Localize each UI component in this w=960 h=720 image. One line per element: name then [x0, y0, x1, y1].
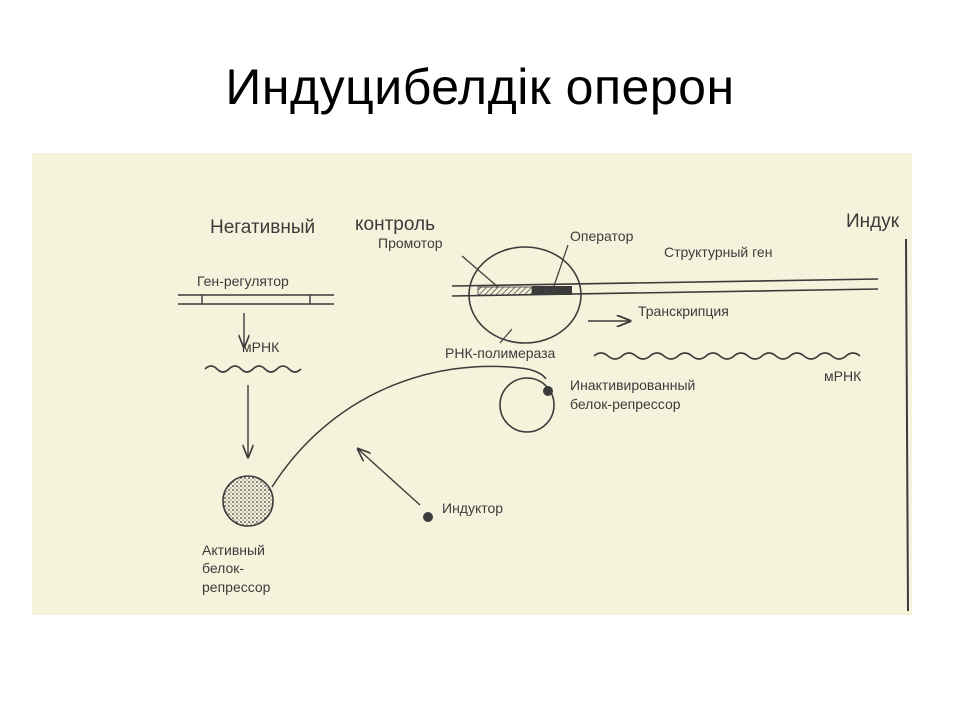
- mrna-wave-left: [204, 365, 302, 373]
- label-mrna-right: мРНК: [824, 368, 862, 384]
- label-rna-polymerase: РНК-полимераза: [445, 345, 556, 361]
- label-induction: Индук: [846, 211, 900, 232]
- active-repressor-ball: [222, 475, 274, 527]
- diagram-canvas: Негативный контроль Промотор Оператор Ст…: [32, 153, 912, 615]
- label-active-3: репрессор: [202, 579, 271, 595]
- label-active-1: Активный: [202, 542, 265, 558]
- operator-region: [532, 286, 572, 295]
- label-promoter: Промотор: [378, 235, 443, 251]
- paper-background: [32, 153, 912, 615]
- regulator-gene-dna: [178, 294, 334, 305]
- label-active-2: белок-: [202, 560, 244, 576]
- label-mrna-left: мРНК: [242, 339, 280, 355]
- mrna-wave-right: [593, 352, 861, 360]
- operator-pointer: [553, 244, 569, 287]
- rna-polymerase-ellipse: [468, 246, 582, 344]
- label-transcription: Транскрипция: [638, 303, 729, 319]
- polymerase-pointer: [499, 328, 513, 344]
- label-control: контроль: [355, 214, 435, 235]
- inductor-arrow: [358, 449, 421, 506]
- slide-title: Индуцибелдік оперон: [225, 59, 735, 115]
- label-inactivated-2: белок-репрессор: [570, 396, 681, 412]
- operon-diagram: Негативный контроль Промотор Оператор Ст…: [32, 153, 912, 615]
- label-inactivated-1: Инактивированный: [570, 377, 695, 393]
- panel-divider-line: [905, 238, 909, 612]
- label-operator: Оператор: [570, 228, 634, 244]
- label-regulator-gene: Ген-регулятор: [197, 273, 289, 289]
- label-negative: Негативный: [210, 217, 315, 238]
- inductor-dot: [423, 512, 433, 522]
- label-structural-gene: Структурный ген: [664, 244, 772, 260]
- inactivated-repressor-loop: [499, 377, 555, 433]
- label-inductor: Индуктор: [442, 500, 503, 516]
- promoter-region: [477, 286, 533, 296]
- repressor-conversion-curve: [271, 365, 547, 488]
- bound-inductor-dot: [543, 386, 553, 396]
- promoter-pointer: [461, 255, 499, 288]
